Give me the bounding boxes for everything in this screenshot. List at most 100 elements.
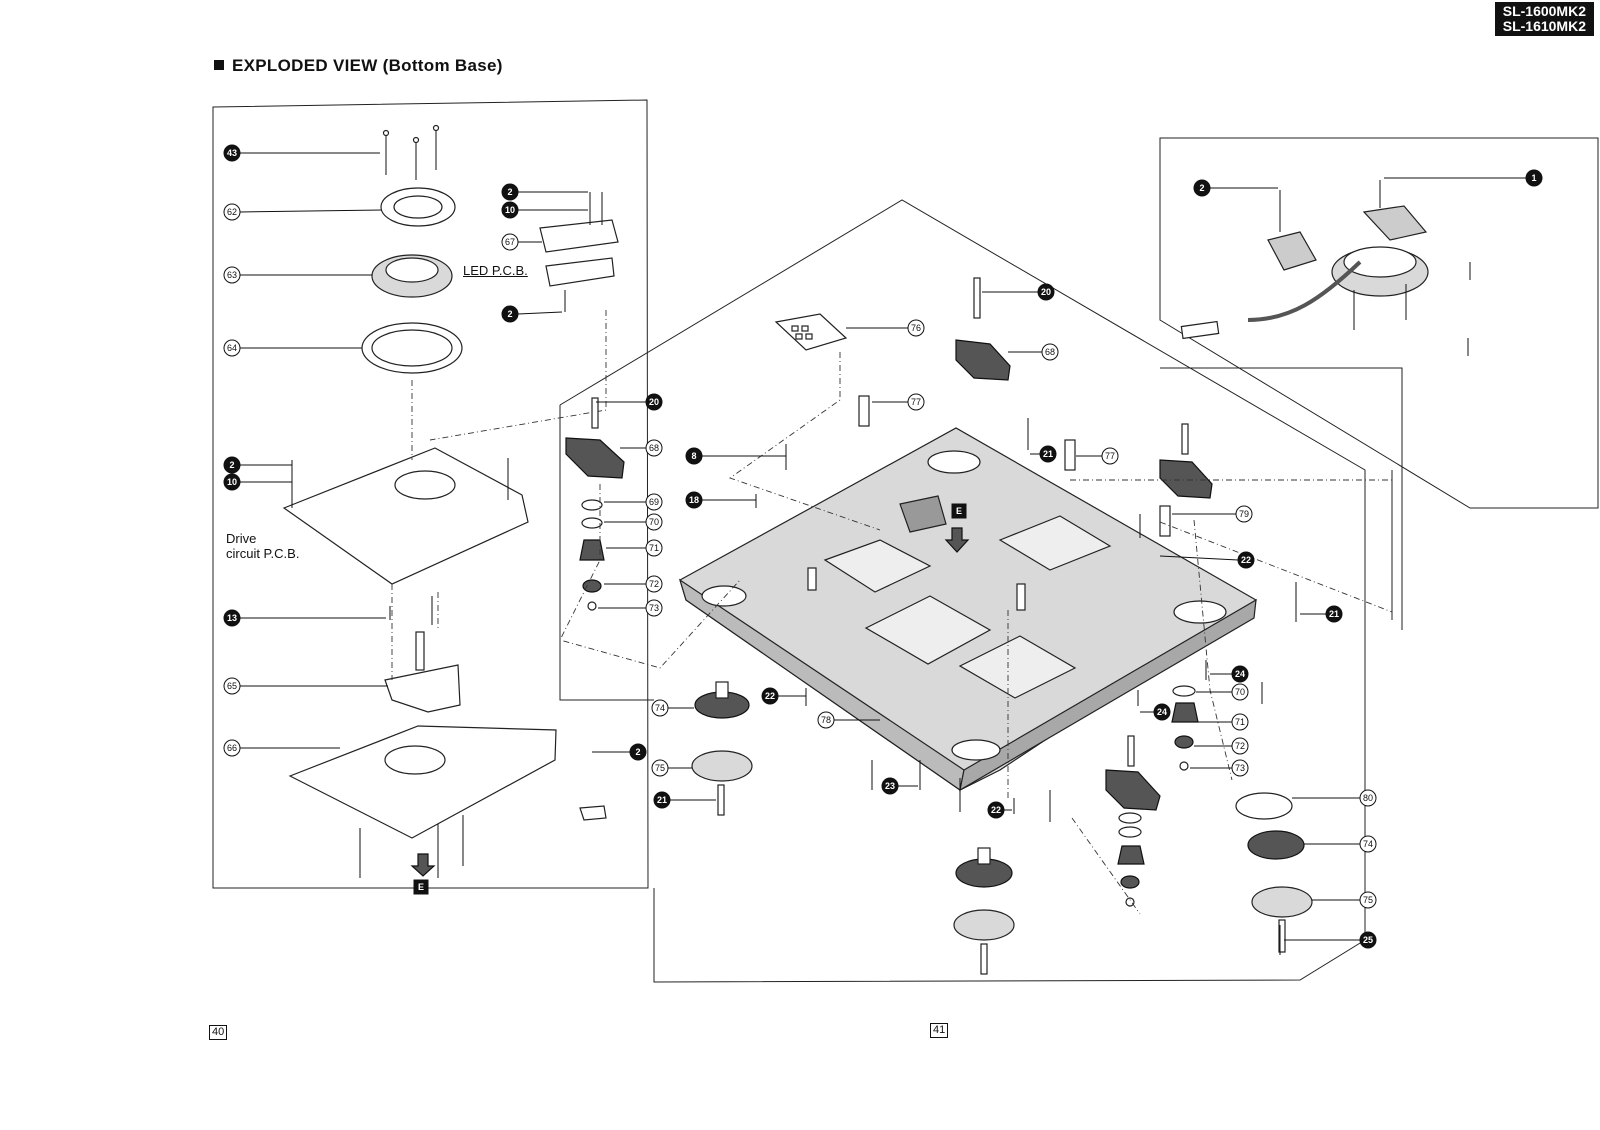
callout-ref-10: 10 — [227, 477, 237, 487]
callout-circle — [1231, 683, 1249, 701]
callout-ref-20: 20 — [1041, 287, 1051, 297]
callout-ref-72: 72 — [649, 579, 659, 589]
callout-ref-78: 78 — [821, 715, 831, 725]
callout-ref-21: 21 — [1043, 449, 1053, 459]
insulator-posts — [807, 395, 1171, 611]
callout-circle — [1325, 605, 1343, 623]
callout-ref-22: 22 — [765, 691, 775, 701]
callout-circle — [1231, 737, 1249, 755]
callout-ref-2: 2 — [1199, 183, 1204, 193]
left-panel-frame — [212, 99, 649, 889]
callout-circle — [223, 203, 241, 221]
callout-circle — [1037, 283, 1055, 301]
spindle-motor-65 — [384, 596, 461, 713]
tonearm-assembly — [1180, 180, 1471, 356]
callout-ref-21: 21 — [657, 795, 667, 805]
callout-circle — [1359, 835, 1377, 853]
callout-circle — [1359, 891, 1377, 909]
callout-circle — [223, 266, 241, 284]
callout-circle — [223, 339, 241, 357]
callout-ref-62: 62 — [227, 207, 237, 217]
callout-circle — [1237, 551, 1255, 569]
callout-circle — [1039, 445, 1057, 463]
control-panel-76 — [774, 313, 848, 351]
callout-ref-77: 77 — [1105, 451, 1115, 461]
drive-circuit-pcb-plate — [282, 447, 529, 585]
dash-line-4 — [729, 352, 881, 531]
callout-circle — [501, 201, 519, 219]
callout-ref-75: 75 — [1363, 895, 1373, 905]
callout-circle — [685, 447, 703, 465]
callout-ref-67: 67 — [505, 237, 515, 247]
base-plate-66 — [288, 725, 607, 878]
callout-circle — [987, 801, 1005, 819]
page-title-text: EXPLODED VIEW (Bottom Base) — [232, 56, 503, 75]
callout-circle — [761, 687, 779, 705]
callout-ref-68: 68 — [649, 443, 659, 453]
model-name-2: SL-1610MK2 — [1502, 18, 1586, 34]
leader-line — [239, 209, 383, 213]
callout-ref-63: 63 — [227, 270, 237, 280]
dash-line-7 — [1007, 610, 1141, 915]
callout-ref-18: 18 — [689, 495, 699, 505]
callout-circle — [223, 739, 241, 757]
callout-circle — [223, 677, 241, 695]
callout-ref-71: 71 — [649, 543, 659, 553]
callout-circle — [223, 473, 241, 491]
callout-circle — [645, 493, 663, 511]
callout-circle — [1235, 505, 1253, 523]
callout-circle — [629, 743, 647, 761]
callout-ref-68: 68 — [1045, 347, 1055, 357]
foot-bracket-68-left — [565, 397, 625, 479]
callout-circle — [907, 319, 925, 337]
callout-circle — [651, 759, 669, 777]
page-number-right: 41 — [930, 1023, 949, 1038]
callout-circle — [651, 699, 669, 717]
foot-center — [953, 847, 1015, 975]
callout-ref-73: 73 — [649, 603, 659, 613]
direction-arrow-e-left: E — [410, 853, 436, 895]
callout-ref-76: 76 — [911, 323, 921, 333]
callout-circle — [1359, 931, 1377, 949]
callout-circle — [645, 575, 663, 593]
ring-62 — [380, 187, 456, 227]
cushion-stack-right — [1171, 685, 1199, 771]
callout-circle — [1193, 179, 1211, 197]
callout-circle — [653, 791, 671, 809]
callout-circle — [501, 233, 519, 251]
callout-ref-10: 10 — [505, 205, 515, 215]
foot-bracket-bottom — [1105, 735, 1161, 811]
marker-e-left: E — [418, 882, 424, 892]
callout-ref-70: 70 — [649, 517, 659, 527]
callout-ref-21: 21 — [1329, 609, 1339, 619]
callout-circle — [1231, 713, 1249, 731]
callout-circle — [1359, 789, 1377, 807]
callout-ref-23: 23 — [885, 781, 895, 791]
callout-circle — [881, 777, 899, 795]
page-number-left: 40 — [209, 1025, 228, 1040]
model-name-1: SL-1600MK2 — [1502, 3, 1586, 19]
callout-circle — [645, 439, 663, 457]
tonearm-panel-frame — [1159, 137, 1599, 509]
marker-e-right: E — [956, 506, 962, 516]
callout-ref-64: 64 — [227, 343, 237, 353]
callout-ref-43: 43 — [227, 148, 237, 158]
callout-ref-2: 2 — [635, 747, 640, 757]
callout-circle — [1231, 759, 1249, 777]
callout-ref-66: 66 — [227, 743, 237, 753]
callout-ref-25: 25 — [1363, 935, 1373, 945]
callout-circle — [1525, 169, 1543, 187]
bottom-cabinet-78: E — [678, 427, 1258, 792]
screw-43-group — [382, 124, 440, 180]
leader-line — [1159, 555, 1239, 561]
callout-ref-80: 80 — [1363, 793, 1373, 803]
callout-ref-75: 75 — [655, 763, 665, 773]
callout-circle — [223, 456, 241, 474]
callout-ref-72: 72 — [1235, 741, 1245, 751]
dash-line-2 — [391, 584, 439, 680]
drive-pcb-label-1: Drive — [226, 531, 257, 546]
callout-ref-13: 13 — [227, 613, 237, 623]
screws-right — [755, 418, 1297, 955]
